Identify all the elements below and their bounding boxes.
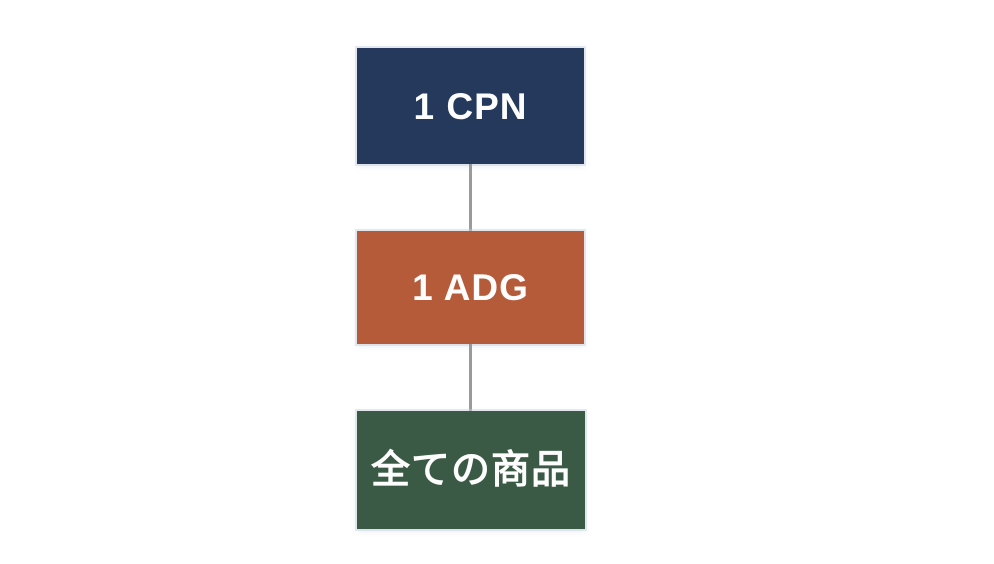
node-adg: 1 ADG — [357, 231, 584, 344]
node-cpn: 1 CPN — [357, 48, 584, 164]
node-adg-label: 1 ADG — [412, 267, 529, 308]
node-all-products-label: 全ての商品 — [370, 448, 571, 492]
connector-adg-products — [469, 344, 472, 411]
node-cpn-label: 1 CPN — [413, 85, 528, 127]
connector-cpn-adg — [469, 164, 472, 231]
node-all-products: 全ての商品 — [357, 411, 585, 529]
